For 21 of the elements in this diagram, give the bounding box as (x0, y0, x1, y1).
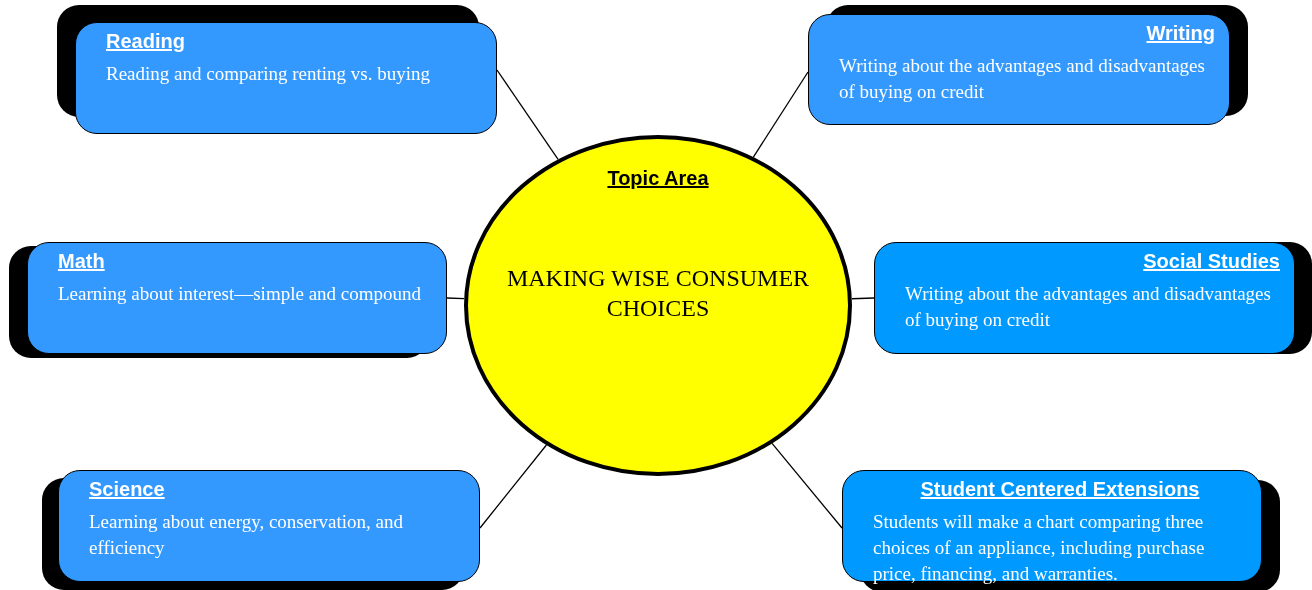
subject-heading: Math (58, 249, 106, 273)
connector-line (496, 69, 559, 160)
subject-heading: Science (89, 477, 166, 501)
subject-description: Writing about the advantages and disadvantages of buying on credit (839, 54, 1206, 104)
connector-line (851, 297, 875, 300)
subject-description: Students will make a chart comparing three choices of an appliance, including purchase price, financing, and warranties. (873, 510, 1206, 586)
topic-title: MAKING WISE CONSUMER CHOICES (505, 264, 811, 323)
subject-heading: Student Centered Extensions (919, 477, 1201, 501)
subject-description: Reading and comparing renting vs. buying (106, 62, 431, 86)
subject-heading: Social Studies (1142, 249, 1280, 273)
topic-heading: Topic Area (606, 167, 710, 190)
subject-description: Learning about interest—simple and compound (58, 282, 423, 306)
connector-line (446, 297, 465, 300)
subject-heading: Writing (1145, 21, 1215, 45)
subject-description: Learning about energy, conservation, and efficiency (89, 510, 404, 560)
subject-description: Writing about the advantages and disadvantages of buying on credit (905, 282, 1272, 332)
topic-circle (464, 135, 852, 476)
connector-line (752, 71, 809, 158)
connector-line (771, 442, 843, 529)
connector-line (479, 444, 548, 529)
subject-heading: Reading (106, 29, 186, 53)
